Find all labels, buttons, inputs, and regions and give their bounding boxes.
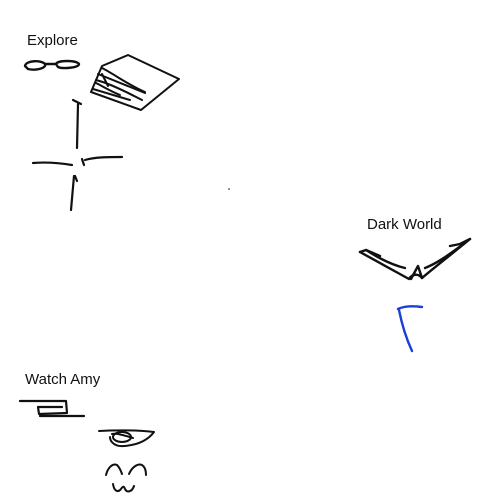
blue-mark-icon[interactable] (396, 305, 424, 353)
eye-icon[interactable] (98, 429, 155, 448)
stray-dot (228, 188, 230, 190)
glasses-icon[interactable] (23, 59, 81, 71)
tv-remote-icon[interactable] (18, 399, 86, 418)
bat-wings-icon[interactable] (358, 237, 472, 281)
watch-amy-label[interactable]: Watch Amy (25, 371, 101, 388)
dark-world-label[interactable]: Dark World (367, 216, 442, 233)
arrow-down-icon[interactable] (71, 98, 83, 150)
crosshair-icon[interactable] (31, 155, 124, 212)
happy-face-icon[interactable] (105, 463, 147, 493)
book-icon[interactable] (90, 54, 180, 111)
explore-label[interactable]: Explore (27, 32, 78, 49)
